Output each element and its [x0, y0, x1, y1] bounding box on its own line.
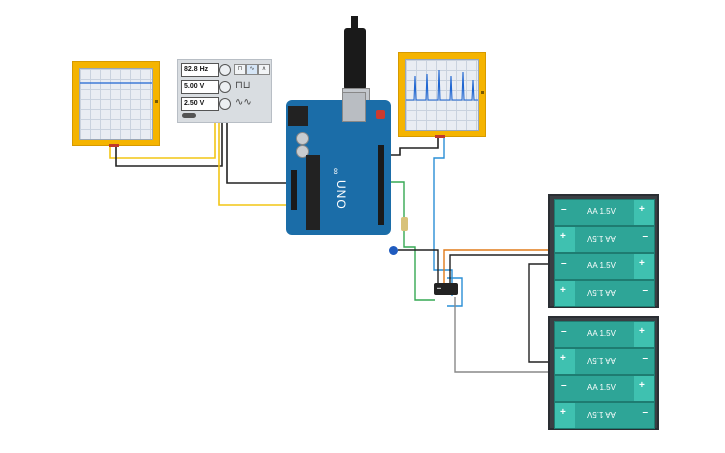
- sine-wave-button[interactable]: ∿: [246, 64, 258, 75]
- battery-cell-label: AA 1.5V: [587, 383, 616, 392]
- battery-cell[interactable]: – AA 1.5V +: [554, 253, 655, 280]
- resistor[interactable]: [401, 217, 408, 231]
- arduino-capacitor-2: [296, 145, 309, 158]
- wire-black-arduino-scope2: [389, 135, 439, 156]
- wire-orange-battery: [443, 249, 549, 286]
- square-wave-button[interactable]: ⊓: [234, 64, 246, 75]
- oscilloscope-right-terminals[interactable]: [435, 135, 445, 138]
- square-wave-icon: ⊓⊔: [235, 80, 251, 91]
- usb-cable-connector[interactable]: [344, 28, 366, 90]
- wire-blue-scope2: [433, 135, 453, 296]
- usb-cable-cord: [351, 16, 358, 30]
- minus-icon: –: [642, 353, 648, 364]
- minus-icon: –: [642, 231, 648, 242]
- wire-black-led: [398, 249, 439, 288]
- oscilloscope-right[interactable]: [398, 52, 486, 138]
- arduino-power-jack: [288, 106, 308, 126]
- wire-black-scope1: [115, 118, 223, 167]
- arduino-power-header[interactable]: [291, 170, 297, 210]
- sine-wave-icon: ∿∿: [235, 97, 252, 108]
- oscilloscope-left-trace: [80, 82, 152, 84]
- triangle-wave-button[interactable]: ∧: [258, 64, 270, 75]
- battery-positive-terminal: +: [555, 227, 575, 252]
- oscilloscope-right-trace: [406, 69, 478, 101]
- battery-pack-top[interactable]: – AA 1.5V + + AA 1.5V – – AA 1.5V + + AA…: [548, 194, 659, 308]
- amplitude-knob[interactable]: [219, 81, 231, 93]
- relay-module[interactable]: ▬: [434, 283, 458, 295]
- arduino-model-label: UNO: [334, 180, 348, 210]
- wire-black-fg-arduino: [226, 118, 291, 184]
- frequency-knob[interactable]: [219, 64, 231, 76]
- arduino-logo-icon: ∞: [331, 168, 341, 175]
- minus-icon: –: [642, 285, 648, 296]
- oscilloscope-right-knob[interactable]: [481, 91, 484, 94]
- battery-cell[interactable]: + AA 1.5V –: [554, 402, 655, 429]
- plus-icon: +: [639, 326, 645, 337]
- battery-positive-terminal: +: [555, 349, 575, 374]
- offset-display: 2.50 V: [181, 97, 219, 111]
- frequency-display: 82.8 Hz: [181, 63, 219, 77]
- battery-positive-terminal: +: [555, 403, 575, 428]
- arduino-microcontroller-chip: [306, 155, 320, 230]
- battery-cell[interactable]: – AA 1.5V +: [554, 199, 655, 226]
- minus-icon: –: [561, 258, 567, 269]
- oscilloscope-left-screen: [79, 68, 153, 140]
- wire-yellow-scope1: [109, 118, 216, 159]
- minus-icon: –: [561, 380, 567, 391]
- offset-knob[interactable]: [219, 98, 231, 110]
- battery-positive-terminal: +: [555, 281, 575, 306]
- battery-pack-bottom[interactable]: – AA 1.5V + + AA 1.5V – – AA 1.5V + + AA…: [548, 316, 659, 430]
- battery-cell-label: AA 1.5V: [587, 329, 616, 338]
- oscilloscope-left-terminals[interactable]: [109, 144, 119, 147]
- wire-black-battery1: [449, 254, 549, 290]
- amplitude-display: 5.00 V: [181, 80, 219, 94]
- battery-positive-terminal: +: [634, 200, 654, 225]
- minus-icon: –: [642, 407, 648, 418]
- oscilloscope-right-screen: [405, 59, 479, 131]
- battery-cell[interactable]: – AA 1.5V +: [554, 375, 655, 402]
- battery-positive-terminal: +: [634, 322, 654, 347]
- blue-led[interactable]: [389, 246, 398, 255]
- battery-cell[interactable]: + AA 1.5V –: [554, 280, 655, 307]
- plus-icon: +: [560, 353, 566, 364]
- minus-icon: –: [561, 326, 567, 337]
- power-switch[interactable]: [182, 113, 196, 118]
- battery-cell-label: AA 1.5V: [587, 410, 616, 419]
- plus-icon: +: [560, 231, 566, 242]
- plus-icon: +: [560, 285, 566, 296]
- arduino-usb-port: [342, 92, 366, 122]
- plus-icon: +: [639, 204, 645, 215]
- arduino-capacitor-1: [296, 132, 309, 145]
- battery-cell[interactable]: + AA 1.5V –: [554, 226, 655, 253]
- plus-icon: +: [639, 258, 645, 269]
- battery-cell-label: AA 1.5V: [587, 288, 616, 297]
- relay-marking: ▬: [437, 285, 441, 290]
- battery-cell-label: AA 1.5V: [587, 234, 616, 243]
- wire-gray-relay-battery2: [454, 297, 549, 373]
- plus-icon: +: [560, 407, 566, 418]
- battery-cell[interactable]: + AA 1.5V –: [554, 348, 655, 375]
- minus-icon: –: [561, 204, 567, 215]
- oscilloscope-left-knob[interactable]: [155, 100, 158, 103]
- plus-icon: +: [639, 380, 645, 391]
- battery-cell-label: AA 1.5V: [587, 261, 616, 270]
- battery-cell-label: AA 1.5V: [587, 356, 616, 365]
- battery-cell-label: AA 1.5V: [587, 207, 616, 216]
- wire-yellow-fg-arduino: [218, 118, 296, 206]
- arduino-uno-board[interactable]: ∞ UNO: [286, 92, 391, 235]
- battery-positive-terminal: +: [634, 254, 654, 279]
- battery-cell[interactable]: – AA 1.5V +: [554, 321, 655, 348]
- arduino-reset-button[interactable]: [376, 110, 385, 119]
- oscilloscope-left[interactable]: [72, 61, 160, 147]
- function-generator[interactable]: 82.8 Hz 5.00 V 2.50 V ⊓ ∿ ∧ ⊓⊔ ∿∿: [177, 59, 272, 123]
- wire-green-arduino-relay: [389, 181, 435, 301]
- wire-black-battery-link: [528, 263, 549, 363]
- arduino-digital-header[interactable]: [378, 145, 384, 225]
- battery-positive-terminal: +: [634, 376, 654, 401]
